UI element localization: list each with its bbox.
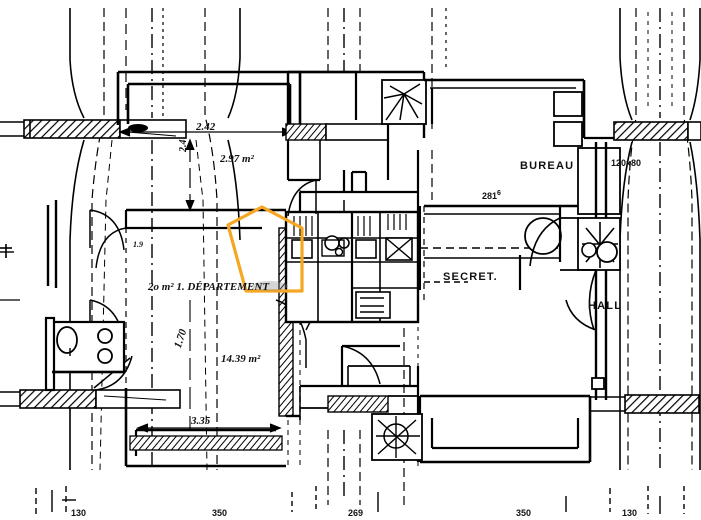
- wall-hatch-left-bottom: [0, 389, 181, 409]
- wall-hatch-left-top: [0, 119, 187, 139]
- dimension-value: 281: [482, 191, 498, 201]
- handwritten-note-3-35: 3.35: [191, 415, 211, 427]
- bottom-dimension-ticks: [35, 486, 685, 514]
- room-bureau-walls: [424, 78, 614, 147]
- pencil-smudge: [252, 281, 288, 291]
- room-label-secret: SECRET.: [443, 271, 498, 283]
- door-swing-top-center: [287, 179, 317, 217]
- room-bottom-center: [299, 344, 423, 462]
- dimension-arrow-vertical-left: [185, 138, 195, 212]
- room-label-hall: HALL: [588, 300, 623, 312]
- exterior-axis-lines-left: [91, 8, 218, 471]
- central-service-core: [284, 210, 420, 324]
- interior-wall-segments: [0, 120, 300, 418]
- handwritten-note-14-39-m2: 14.39 m²: [221, 353, 261, 365]
- bottom-dimension-bottom-dim-3: 269: [348, 508, 364, 518]
- bottom-dimension-bottom-dim-1: 130: [71, 508, 87, 518]
- room-bottom-right-walls: [418, 377, 605, 464]
- dimension-label-dim-281-6: 2816: [482, 190, 501, 201]
- handwritten-note-2-42: 2.42: [196, 121, 216, 133]
- room-secret-walls: [419, 204, 596, 300]
- handwritten-note-2-97-m2: 2.97 m²: [220, 153, 254, 165]
- dimension-superscript: 6: [497, 190, 501, 197]
- dimension-arrow-335: [136, 423, 282, 433]
- handwritten-note-2-4-vert: 2.4: [178, 139, 189, 153]
- dimension-label-dim-120x80: 120x80: [611, 158, 641, 168]
- window-detail-top-center: [381, 79, 427, 125]
- orange-highlight-polygon: [226, 205, 304, 293]
- wall-hatch-right-bottom: [590, 394, 700, 414]
- exterior-axis-lines-right: [627, 8, 693, 470]
- bottom-dimension-bottom-dim-2: 350: [212, 508, 228, 518]
- room-label-bureau: BUREAU: [520, 160, 575, 172]
- handwritten-note-20m2-dept: 2o m² 1. DÉPARTEMENT: [148, 281, 270, 293]
- bottom-dimension-bottom-dim-5: 130: [622, 508, 638, 518]
- core-hallway-walls: [298, 150, 420, 212]
- handwritten-note-1-9-small: 1.9: [133, 240, 143, 249]
- room-top-center: [285, 70, 426, 182]
- room-hall-walls: [560, 142, 621, 400]
- door-swing-hall: [529, 217, 607, 360]
- bottom-dimension-bottom-dim-4: 350: [516, 508, 532, 518]
- wall-hatch-bottom-midleft: [129, 435, 283, 451]
- room-mid-left-walls: [124, 208, 286, 468]
- kitchen-counter-bottomleft: [44, 316, 126, 392]
- exterior-axis-lines-center: [287, 8, 447, 505]
- dimension-value: 120x80: [611, 158, 642, 168]
- door-swing-bottom-center: [299, 345, 381, 420]
- wall-hatch-right-top: [613, 121, 701, 141]
- door-leaf-left: [46, 200, 58, 288]
